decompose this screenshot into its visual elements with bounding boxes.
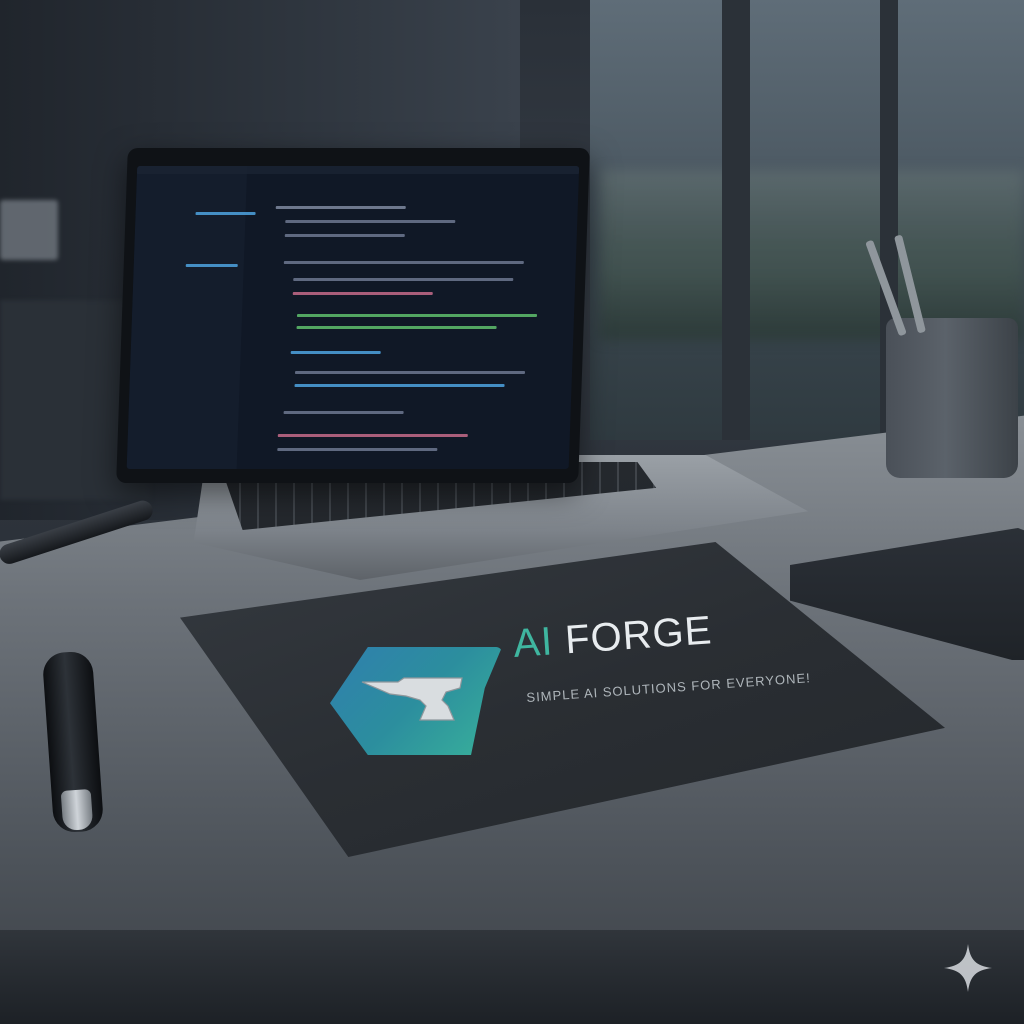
code-line [284, 234, 405, 237]
code-line [285, 220, 456, 223]
code-line [275, 206, 406, 209]
code-line [283, 411, 404, 414]
pen-tip [60, 789, 94, 831]
code-line [290, 351, 381, 354]
pen-holder [886, 318, 1018, 478]
window-frame [722, 0, 750, 440]
sparkle-icon [944, 944, 992, 992]
brand-accent: AI [511, 619, 555, 667]
editor-titlebar [136, 166, 580, 174]
logo-badge [330, 647, 502, 755]
desk-edge [0, 930, 1024, 1024]
code-line [277, 448, 438, 451]
code-editor-display [126, 166, 580, 469]
code-line [277, 434, 468, 437]
code-line [294, 384, 505, 387]
anvil-icon [361, 677, 463, 721]
code-line [185, 264, 238, 267]
laptop-screen [116, 148, 590, 483]
background-shelf [0, 200, 58, 260]
code-line [294, 371, 526, 374]
code-line [283, 261, 524, 264]
code-line [296, 314, 538, 317]
code-line [292, 292, 433, 295]
blurred-city-view [600, 170, 1024, 340]
code-line [296, 326, 497, 329]
code-line [195, 212, 256, 215]
code-line [293, 278, 514, 281]
brand-rest: FORGE [563, 608, 714, 663]
